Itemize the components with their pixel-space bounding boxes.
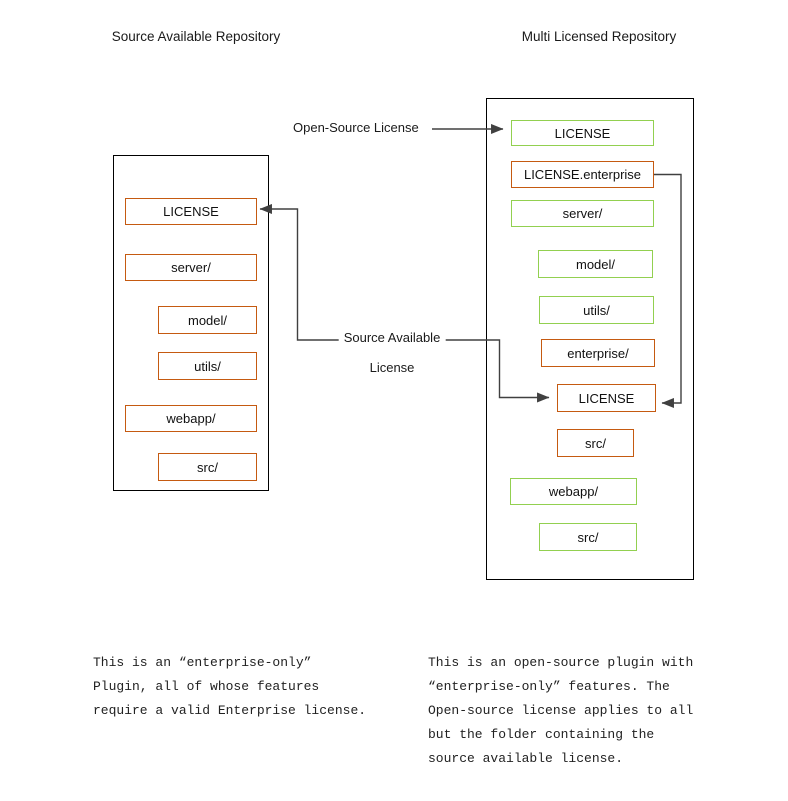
right-repo-note: This is an open-source plugin with “enter… [428, 651, 693, 771]
source-available-label-line2: License [364, 360, 420, 375]
folder-box-utils: utils/ [539, 296, 654, 324]
folder-box-webapp: webapp/ [125, 405, 257, 432]
folder-box-model: model/ [158, 306, 257, 334]
right-repo-title: Multi Licensed Repository [521, 29, 677, 44]
folder-box-server: server/ [511, 200, 654, 227]
folder-box-utils: utils/ [158, 352, 257, 380]
folder-box-license: LICENSE [557, 384, 656, 412]
note-line: require a valid Enterprise license. [93, 703, 367, 718]
note-line: but the folder containing the [428, 727, 655, 742]
folder-box-license-enterprise: LICENSE.enterprise [511, 161, 654, 188]
note-line: source available license. [428, 751, 624, 766]
note-line: This is an open-source plugin with [428, 655, 694, 670]
folder-box-license: LICENSE [125, 198, 257, 225]
note-line: Open-source license applies to all [428, 703, 694, 718]
folder-box-enterprise: enterprise/ [541, 339, 655, 367]
note-line: Plugin, all of whose features [93, 679, 320, 694]
folder-box-license: LICENSE [511, 120, 654, 146]
folder-box-model: model/ [538, 250, 653, 278]
left-repo-title: Source Available Repository [111, 29, 281, 44]
source-available-label-line1: Source Available [338, 330, 446, 345]
note-line: “enterprise-only” features. The [428, 679, 670, 694]
folder-box-src: src/ [539, 523, 637, 551]
left-repo-note: This is an “enterprise-only” Plugin, all … [93, 651, 366, 723]
open-source-license-label: Open-Source License [293, 120, 419, 135]
folder-box-webapp: webapp/ [510, 478, 637, 505]
folder-box-server: server/ [125, 254, 257, 281]
folder-box-src: src/ [557, 429, 634, 457]
folder-box-src: src/ [158, 453, 257, 481]
note-line: This is an “enterprise-only” [93, 655, 312, 670]
